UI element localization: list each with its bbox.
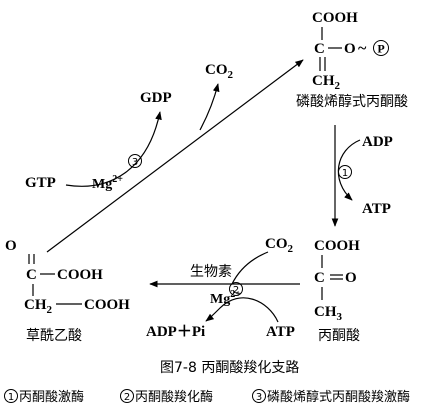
phosphate-label: P: [377, 42, 384, 56]
oxaloacetate-oxygen: O: [5, 238, 17, 254]
pep-structure: COOH C O ~ P CH2 磷酸烯醇式丙酮酸: [296, 10, 408, 110]
pep-ch2: CH2: [312, 73, 341, 92]
gtp-label: GTP: [25, 175, 56, 191]
pyruvate-carbon: C: [314, 270, 325, 286]
pep-cooh: COOH: [312, 10, 358, 26]
enzyme-legend: 1 丙酮酸激酶 2 丙酮酸羧化酶 3 磷酸烯醇式丙酮酸羧激酶: [4, 389, 410, 405]
pyruvate-oxygen: O: [345, 270, 357, 286]
pep-oxygen: O: [344, 41, 356, 57]
legend-enzyme3-name: 磷酸烯醇式丙酮酸羧激酶: [267, 389, 410, 405]
oxaloacetate-cooh1: COOH: [57, 267, 103, 283]
pyruvate-cooh: COOH: [314, 238, 360, 254]
pyruvate-carboxylase-step: 生物素 CO2 Mg2+ 2 ADP＋Pi ATP: [146, 236, 300, 340]
oxaloacetate-cooh2: COOH: [84, 297, 130, 313]
oxaloacetate-structure: O C COOH CH2 COOH 草酰乙酸: [5, 238, 130, 344]
legend-enzyme2-number: 2: [124, 392, 130, 403]
gtp-gdp-exchange: GDP GTP 3 Mg2+: [25, 90, 172, 192]
co2-top-label: CO2: [205, 62, 234, 81]
adp-label: ADP: [362, 134, 393, 150]
gdp-label: GDP: [140, 90, 172, 106]
enzyme3-circle: [128, 154, 142, 168]
pep-carbon: C: [314, 41, 325, 57]
phosphate-circle: [373, 40, 389, 56]
legend-enzyme2-name: 丙酮酸羧化酶: [135, 389, 213, 405]
atp-to-adp-arrow: [205, 297, 279, 323]
biotin-label: 生物素: [190, 264, 232, 280]
atp-bottom-label: ATP: [266, 324, 295, 340]
enzyme2-number: 2: [233, 285, 239, 296]
oxaloacetate-name: 草酰乙酸: [26, 328, 82, 344]
legend-enzyme1-name: 丙酮酸激酶: [19, 389, 84, 405]
oxaloacetate-ch2: CH2: [24, 297, 53, 316]
pep-name: 磷酸烯醇式丙酮酸: [296, 93, 408, 110]
oxaloacetate-c1: C: [26, 267, 37, 283]
figure-caption: 图7-8 丙酮酸羧化支路: [160, 360, 299, 376]
pathway-arrow-oxaloacetate-to-pep: [46, 59, 304, 253]
adp-to-atp-arrow: [337, 139, 361, 201]
pyruvate-ch3: CH3: [314, 304, 343, 323]
pyruvate-kinase-step: ADP ATP 1: [331, 125, 393, 227]
adp-pi-label: ADP＋Pi: [146, 324, 205, 340]
co2-bottom-label: CO2: [265, 236, 294, 255]
enzyme1-number: 1: [342, 168, 348, 179]
atp-right-label: ATP: [362, 201, 391, 217]
legend-enzyme3-number: 3: [256, 392, 262, 403]
co2-top-arrow: [199, 83, 220, 131]
pyruvate-name: 丙酮酸: [318, 328, 360, 344]
co2-bottom-arrow: [231, 251, 269, 285]
legend-enzyme1-circle: [4, 389, 18, 403]
legend-enzyme1-number: 1: [8, 392, 14, 403]
gtp-to-gdp-arrow: [65, 111, 162, 187]
co2-release-top: CO2: [199, 62, 234, 131]
legend-enzyme2-circle: [120, 389, 134, 403]
enzyme1-circle: [338, 165, 352, 179]
pyruvate-structure: COOH C O CH3 丙酮酸: [314, 238, 360, 344]
pep-highenergy-bond: ~: [358, 40, 367, 57]
legend-enzyme3-circle: [252, 389, 266, 403]
enzyme2-circle: [229, 282, 243, 296]
enzyme3-number: 3: [132, 157, 138, 168]
mg-top-label: Mg2+: [92, 174, 123, 192]
